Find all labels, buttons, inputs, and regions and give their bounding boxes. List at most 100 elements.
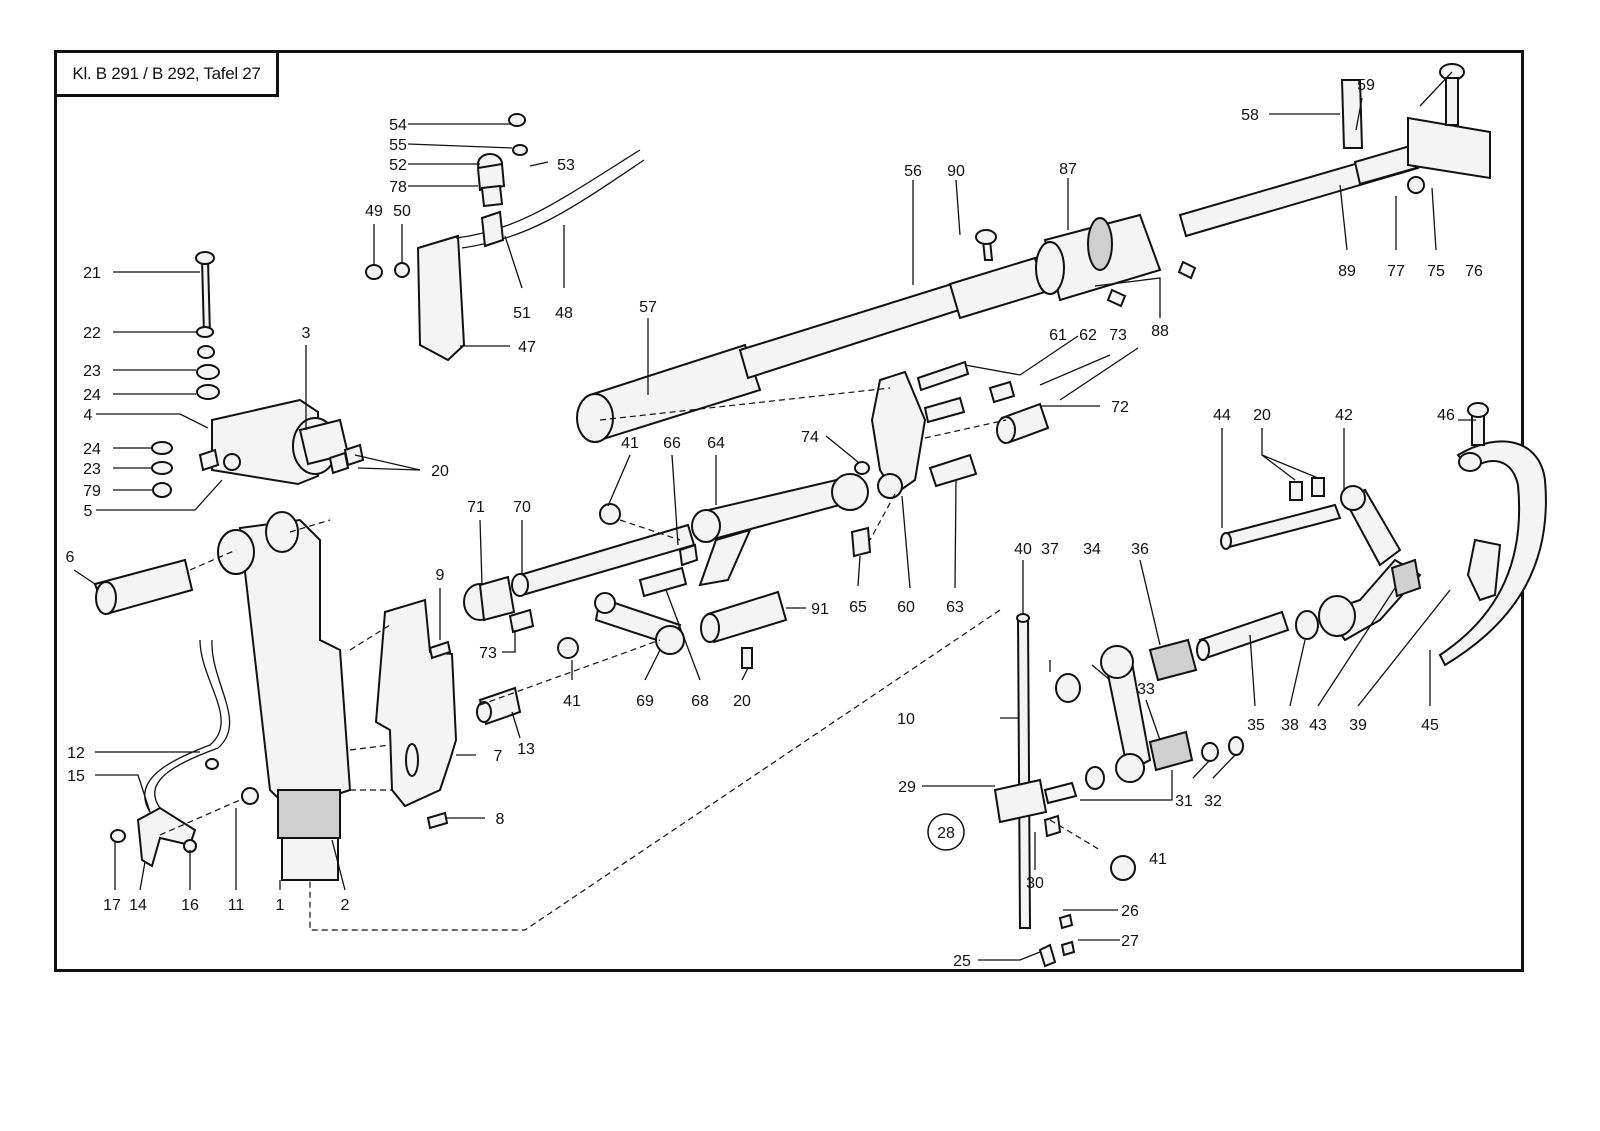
crank-assembly [1055,477,1502,790]
label-54: 54 [389,117,407,134]
label-88: 88 [1151,323,1169,340]
label-12: 12 [67,745,85,762]
label-77: 77 [1387,263,1405,280]
label-39: 39 [1349,717,1367,734]
needle-bar-frame-assembly [93,251,365,881]
label-25: 25 [953,953,971,970]
label-68: 68 [691,693,709,710]
label-26: 26 [1121,903,1139,920]
needle-bar-assembly [993,613,1136,968]
label-5: 5 [84,503,93,520]
label-73-right: 73 [1109,327,1127,344]
label-20-left: 20 [431,463,449,480]
label-24-bottom: 24 [83,441,101,458]
label-51: 51 [513,305,531,322]
small-parts-left [110,639,259,868]
label-3: 3 [302,325,311,342]
label-27: 27 [1121,933,1139,950]
label-32: 32 [1204,793,1222,810]
label-41-top: 41 [621,435,639,452]
plate-title: Kl. B 291 / B 292, Tafel 27 [72,63,261,83]
label-43: 43 [1309,717,1327,734]
label-9: 9 [436,567,445,584]
label-29: 29 [898,779,916,796]
label-34: 34 [1083,541,1101,558]
label-15: 15 [67,768,85,785]
label-47: 47 [518,339,536,356]
guide-plate-assembly [374,598,522,830]
label-23-top: 23 [83,363,101,380]
label-70: 70 [513,499,531,516]
label-57: 57 [639,299,657,316]
label-35: 35 [1247,717,1265,734]
label-64: 64 [707,435,725,452]
label-10: 10 [897,711,915,728]
label-71: 71 [467,499,485,516]
label-73-left: 73 [479,645,497,662]
label-8: 8 [496,811,505,828]
label-20-middle: 20 [733,693,751,710]
label-36: 36 [1131,541,1149,558]
label-58: 58 [1241,107,1259,124]
label-87: 87 [1059,161,1077,178]
label-41-middle: 41 [563,693,581,710]
thread-lever-assembly [1438,402,1547,667]
label-4: 4 [84,407,93,424]
label-24-top: 24 [83,387,101,404]
label-1: 1 [276,897,285,914]
group-number: 28 [937,825,955,842]
label-31: 31 [1175,793,1193,810]
label-13: 13 [517,741,535,758]
label-59: 59 [1357,77,1375,94]
label-69: 69 [636,693,654,710]
label-91: 91 [811,601,829,618]
label-42: 42 [1335,407,1353,424]
dashed-connection-lines [159,387,1101,931]
label-41-bottom: 41 [1149,851,1167,868]
label-11: 11 [228,897,245,914]
label-55: 55 [389,137,407,154]
label-60: 60 [897,599,915,616]
label-30: 30 [1026,875,1044,892]
label-45: 45 [1421,717,1439,734]
label-20-right: 20 [1253,407,1271,424]
label-14: 14 [129,897,147,914]
plate-title-box: Kl. B 291 / B 292, Tafel 27 [54,50,279,97]
thread-guide-assembly [365,113,645,362]
label-37: 37 [1041,541,1059,558]
label-52: 52 [389,157,407,174]
label-75: 75 [1427,263,1445,280]
label-72: 72 [1111,399,1129,416]
group-marker-circle [927,813,965,851]
part-number-labels: 1 2 3 4 5 6 7 8 9 10 11 12 13 14 15 16 1… [66,77,1483,970]
label-74: 74 [801,429,819,446]
main-shaft-assembly [576,63,1491,443]
label-61: 61 [1049,327,1067,344]
label-44: 44 [1213,407,1231,424]
label-16: 16 [181,897,199,914]
label-38: 38 [1281,717,1299,734]
label-89: 89 [1338,263,1356,280]
label-66: 66 [663,435,681,452]
label-48: 48 [555,305,573,322]
leader-lines [73,71,1476,961]
label-2: 2 [341,897,350,914]
label-62: 62 [1079,327,1097,344]
label-22: 22 [83,325,101,342]
label-7: 7 [494,748,503,765]
label-46: 46 [1437,407,1455,424]
label-50: 50 [393,203,411,220]
label-56: 56 [904,163,922,180]
label-65: 65 [849,599,867,616]
label-49: 49 [365,203,383,220]
label-90: 90 [947,163,965,180]
label-17: 17 [103,897,121,914]
label-21: 21 [83,265,101,282]
label-63: 63 [946,599,964,616]
label-33: 33 [1137,681,1155,698]
label-53: 53 [557,157,575,174]
label-78: 78 [389,179,407,196]
label-40: 40 [1014,541,1032,558]
label-79: 79 [83,483,101,500]
